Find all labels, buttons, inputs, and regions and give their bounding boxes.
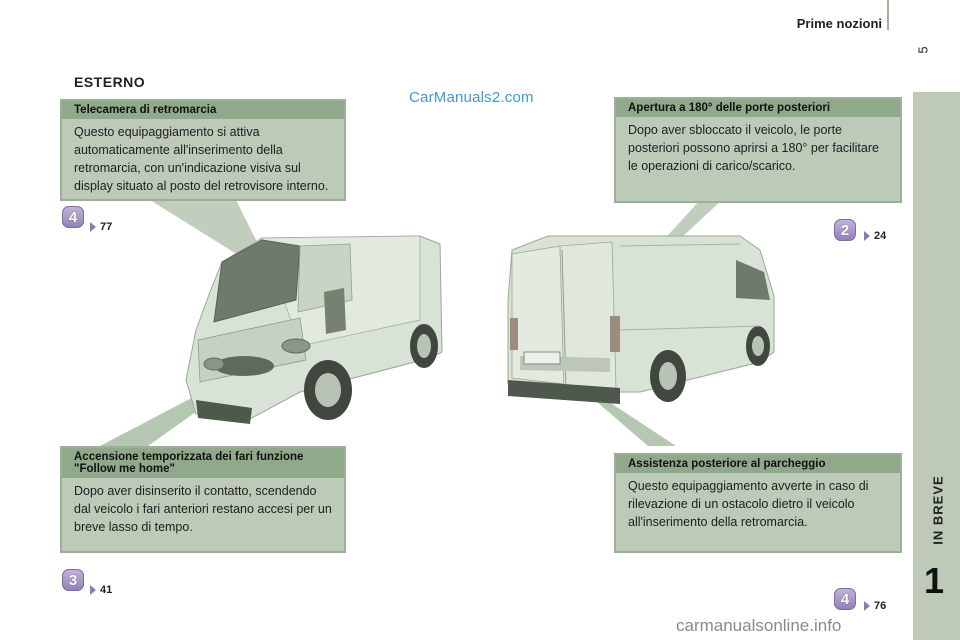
page-ref-doors[interactable]: 24 xyxy=(864,230,886,242)
info-box-text: Questo equipaggiamento avverte in caso d… xyxy=(628,479,869,529)
page-ref-number: 24 xyxy=(874,230,887,242)
watermark-bottom: carmanualsonline.info xyxy=(676,616,842,635)
chapter-badge-parking[interactable]: 4 xyxy=(834,588,856,610)
section-title: ESTERNO xyxy=(74,74,146,90)
info-box-text: Questo equipaggiamento si attiva automat… xyxy=(74,125,329,193)
info-box-title: Telecamera di retromarcia xyxy=(62,101,344,119)
page-ref-camera[interactable]: 77 xyxy=(90,221,112,233)
reference-triangle-icon xyxy=(90,585,96,595)
badge-number: 4 xyxy=(840,590,850,608)
page-ref-number: 41 xyxy=(100,584,113,596)
info-box-rear-doors: Apertura a 180° delle porte posteriori D… xyxy=(614,97,902,203)
info-box-title: Accensione temporizzata dei fari funzion… xyxy=(62,448,344,478)
page-ref-lights[interactable]: 41 xyxy=(90,584,112,596)
chapter-badge-doors[interactable]: 2 xyxy=(834,219,856,241)
chapter-side-tab xyxy=(913,92,960,640)
van-rear-illustration xyxy=(507,235,775,404)
reference-triangle-icon xyxy=(864,231,870,241)
chapter-badge-camera[interactable]: 4 xyxy=(62,206,84,228)
page-ref-parking[interactable]: 76 xyxy=(864,600,886,612)
chapter-number: 1 xyxy=(923,560,945,601)
callout-parking-beam xyxy=(590,396,676,446)
page-ref-number: 76 xyxy=(874,600,887,612)
info-box-title: Apertura a 180° delle porte posteriori xyxy=(616,99,900,117)
badge-number: 2 xyxy=(840,221,850,239)
header-title: Prime nozioni xyxy=(796,16,882,31)
badge-number: 3 xyxy=(68,571,78,589)
info-box-rear-camera: Telecamera di retromarcia Questo equipag… xyxy=(60,99,346,201)
info-box-follow-me-home: Accensione temporizzata dei fari funzion… xyxy=(60,446,346,553)
chapter-badge-lights[interactable]: 3 xyxy=(62,569,84,591)
reference-triangle-icon xyxy=(90,222,96,232)
info-box-text: Dopo aver disinserito il contatto, scend… xyxy=(74,484,332,534)
reference-triangle-icon xyxy=(864,601,870,611)
info-box-parking-assist: Assistenza posteriore al parcheggio Ques… xyxy=(614,453,902,553)
page-ref-number: 77 xyxy=(100,221,113,233)
info-box-text: Dopo aver sbloccato il veicolo, le porte… xyxy=(628,123,879,173)
badge-number: 4 xyxy=(68,208,78,226)
header-divider xyxy=(887,0,889,30)
van-front-illustration xyxy=(185,235,443,424)
watermark-top: CarManuals2.com xyxy=(409,89,534,106)
info-box-title: Assistenza posteriore al parcheggio xyxy=(616,455,900,473)
